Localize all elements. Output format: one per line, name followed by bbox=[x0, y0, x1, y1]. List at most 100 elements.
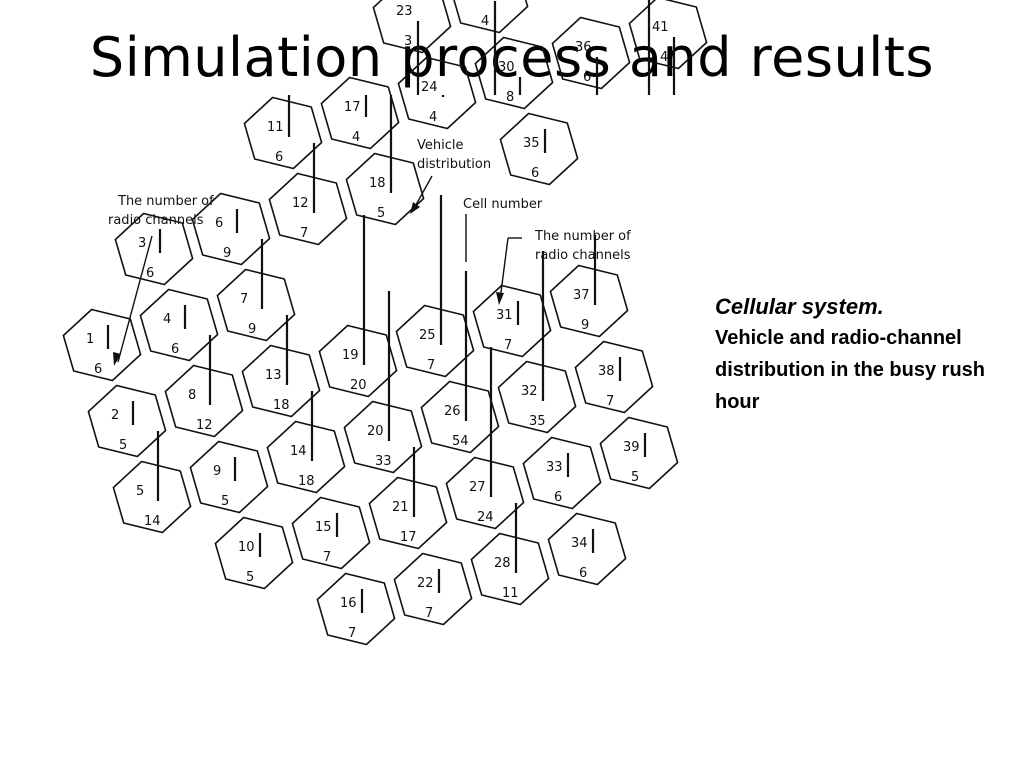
cell-number-label: 8 bbox=[188, 388, 196, 403]
cell-number-label: 41 bbox=[652, 20, 669, 35]
channel-count-label: 4 bbox=[429, 110, 437, 125]
cell-number-label: 15 bbox=[315, 520, 332, 535]
channel-count-label: 6 bbox=[554, 490, 562, 505]
channel-count-label: 7 bbox=[606, 394, 614, 409]
channel-count-label: 6 bbox=[171, 342, 179, 357]
channel-count-label: 8 bbox=[506, 90, 514, 105]
caption-body: Vehicle and radio-channel distribution i… bbox=[715, 327, 985, 413]
hex-cell-24 bbox=[397, 56, 477, 130]
cell-number-label: 22 bbox=[417, 576, 434, 591]
hex-cell-41 bbox=[628, 0, 708, 70]
hex-cell-17 bbox=[320, 76, 400, 150]
channel-count-label: 4 bbox=[352, 130, 360, 145]
channel-count-label: 7 bbox=[425, 606, 433, 621]
cell-number-label: 9 bbox=[213, 464, 221, 479]
hex-cell-35 bbox=[499, 112, 579, 186]
cell-number-label: 33 bbox=[546, 460, 563, 475]
cell-number-label: 1 bbox=[86, 332, 94, 347]
channel-count-label: 9 bbox=[223, 246, 231, 261]
hex-cell-6 bbox=[191, 192, 271, 266]
arrow-line bbox=[117, 235, 153, 363]
hex-cell-12 bbox=[268, 172, 348, 246]
hex-cell-19 bbox=[318, 324, 398, 398]
cell-number-label: 31 bbox=[496, 308, 513, 323]
hex-cell-39 bbox=[599, 416, 679, 490]
channel-count-label: 6 bbox=[583, 70, 591, 85]
channel-count-label: 7 bbox=[427, 358, 435, 373]
channel-count-label: 12 bbox=[196, 418, 213, 433]
channel-count-label: 6 bbox=[94, 362, 102, 377]
cell-number-label: 16 bbox=[340, 596, 357, 611]
channel-count-label: 6 bbox=[275, 150, 283, 165]
cell-number-label: 23 bbox=[396, 4, 413, 19]
hex-cell-15 bbox=[291, 496, 371, 570]
cell-number-label: 36 bbox=[575, 40, 592, 55]
cell-number-label: 17 bbox=[344, 100, 361, 115]
channel-count-label: 17 bbox=[400, 530, 417, 545]
cell-number-label: 2 bbox=[111, 408, 119, 423]
channel-count-label: 6 bbox=[146, 266, 154, 281]
channel-count-label: 4 bbox=[660, 50, 668, 65]
callout-radio-right-line1: The number of bbox=[534, 229, 631, 244]
cell-number-label: 21 bbox=[392, 500, 409, 515]
channel-count-label: 7 bbox=[504, 338, 512, 353]
cell-number-label: 32 bbox=[521, 384, 538, 399]
channel-count-label: 24 bbox=[477, 510, 494, 525]
callout-radio-left: The number of radio channels bbox=[108, 194, 214, 366]
hex-cell-13 bbox=[241, 344, 321, 418]
cell-number-label: 26 bbox=[444, 404, 461, 419]
hex-cell-18 bbox=[345, 152, 425, 226]
channel-count-label: 3 bbox=[404, 34, 412, 49]
cell-number-label: 25 bbox=[419, 328, 436, 343]
cell-number-label: 12 bbox=[292, 196, 309, 211]
hex-cell-5 bbox=[112, 460, 192, 534]
channel-count-label: 4 bbox=[481, 14, 489, 29]
channel-count-label: 18 bbox=[273, 398, 290, 413]
hex-cell-25 bbox=[395, 304, 475, 378]
channel-count-label: 7 bbox=[323, 550, 331, 565]
channel-count-label: 35 bbox=[529, 414, 546, 429]
channel-count-label: 6 bbox=[531, 166, 539, 181]
callout-vehicle-line1: Vehicle bbox=[417, 138, 464, 153]
hex-grid bbox=[62, 0, 708, 646]
hex-cell-22 bbox=[393, 552, 473, 626]
channel-count-label: 7 bbox=[300, 226, 308, 241]
channel-count-label: 54 bbox=[452, 434, 469, 449]
hex-cell-37 bbox=[549, 264, 629, 338]
channel-count-label: 11 bbox=[502, 586, 519, 601]
cell-number-label: 19 bbox=[342, 348, 359, 363]
hex-cell-3 bbox=[114, 212, 194, 286]
hex-cell-8 bbox=[164, 364, 244, 438]
callout-vehicle-line2: distribution bbox=[417, 157, 491, 172]
cell-number-label: 20 bbox=[367, 424, 384, 439]
hex-cell-32 bbox=[497, 360, 577, 434]
cell-number-label: 28 bbox=[494, 556, 511, 571]
hex-cell-4 bbox=[139, 288, 219, 362]
hex-cell-9 bbox=[189, 440, 269, 514]
vehicle-bars bbox=[106, 0, 676, 613]
channel-count-label: 6 bbox=[579, 566, 587, 581]
hex-cell-33 bbox=[522, 436, 602, 510]
channel-count-label: 9 bbox=[248, 322, 256, 337]
cell-number-label: 7 bbox=[240, 292, 248, 307]
cell-number-label: 14 bbox=[290, 444, 307, 459]
hex-cell-20 bbox=[343, 400, 423, 474]
cell-number-label: 11 bbox=[267, 120, 284, 135]
cell-labels: 1625364651469798129510511612713181418157… bbox=[86, 4, 669, 641]
hex-cell-21 bbox=[368, 476, 448, 550]
cell-number-label: 35 bbox=[523, 136, 540, 151]
hex-cell-7 bbox=[216, 268, 296, 342]
cell-number-label: 5 bbox=[136, 484, 144, 499]
cell-number-label: 39 bbox=[623, 440, 640, 455]
cell-number-label: 24 bbox=[421, 80, 438, 95]
hex-cell-23 bbox=[372, 0, 452, 54]
channel-count-label: 5 bbox=[119, 438, 127, 453]
caption-heading: Cellular system. bbox=[715, 294, 884, 319]
cell-number-label: 34 bbox=[571, 536, 588, 551]
channel-count-label: 5 bbox=[631, 470, 639, 485]
callout-radio-right: The number of radio channels bbox=[496, 229, 631, 305]
hex-cell-29 bbox=[453, 0, 529, 34]
cell-number-label: 3 bbox=[138, 236, 146, 251]
callout-cell-number-text: Cell number bbox=[463, 197, 543, 212]
channel-count-label: 20 bbox=[350, 378, 367, 393]
